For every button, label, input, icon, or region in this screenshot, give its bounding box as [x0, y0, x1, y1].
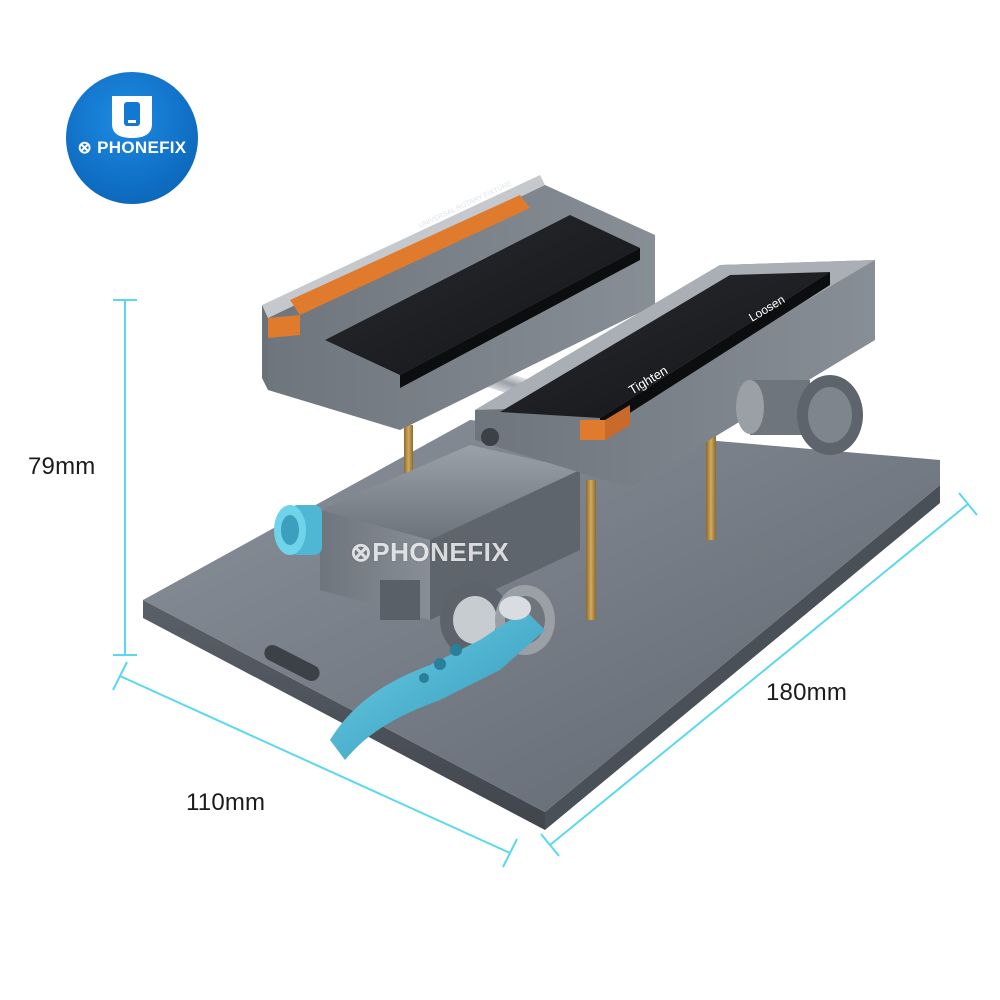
- logo-mark-icon: ⊗: [77, 138, 98, 157]
- right-clamp-jaw: Tighten Loosen: [475, 260, 875, 488]
- dimension-lines: [112, 299, 978, 868]
- watermark-label: PHONEFIX: [372, 537, 510, 567]
- phone-repair-icon: [112, 96, 152, 138]
- lower-slide-block: [320, 445, 580, 620]
- support-posts: [404, 425, 716, 620]
- width-dimension-label: 180mm: [766, 679, 848, 706]
- depth-dimension-line: [119, 675, 511, 854]
- height-dimension-label: 79mm: [28, 453, 96, 480]
- width-dimension-line: [549, 503, 969, 846]
- logo-label: PHONEFIX: [97, 138, 187, 157]
- watermark: ⊗PHONEFIX: [350, 537, 509, 568]
- rotation-lever: [330, 582, 555, 760]
- watermark-mark-icon: ⊗: [350, 537, 373, 567]
- logo-text: ⊗ PHONEFIX: [66, 138, 198, 158]
- depth-dimension-label: 110mm: [186, 789, 266, 816]
- knurled-knob-icon: [736, 375, 863, 455]
- left-clamp-jaw: RELIFE UNIVERSAL ROTARY FIXTURE: [262, 175, 655, 430]
- side-knob-icon: [274, 505, 322, 555]
- phonefix-logo-badge: ⊗ PHONEFIX: [66, 72, 198, 204]
